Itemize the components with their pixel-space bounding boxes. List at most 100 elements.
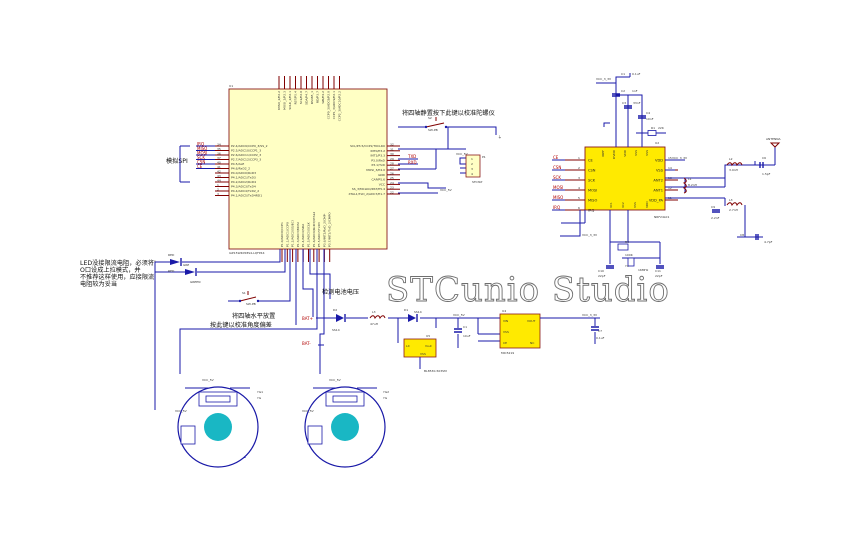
- svg-text:YG: YG: [383, 396, 388, 400]
- nrf-net-label: CE: [553, 155, 559, 160]
- battery-note: 检测电池电压: [322, 288, 359, 296]
- level-note-2: 按此键以校准角度偏差: [210, 321, 272, 329]
- mcu-top-pin: RST/P5.4: [294, 91, 298, 105]
- stcisp-pin: 4: [471, 172, 473, 176]
- svg-text:47uH: 47uH: [370, 322, 378, 326]
- spi-net-label: SCK: [197, 155, 205, 160]
- mcu-left-pin-num: 34: [217, 143, 221, 147]
- nrf-decoupling: VCC_3_3V C1 0.1uF C2 1nF C3 33nF C4 10nF…: [596, 72, 666, 147]
- motor-yg1[interactable]: VCC_5V VCC_5V YG1 YG: [175, 378, 263, 468]
- nrf-ref: U2: [655, 141, 659, 145]
- nrf-left-pin-num: 6: [578, 206, 580, 210]
- mcu-bottom-pin: P1.2/ADC2/SS/ECI: [291, 220, 295, 247]
- red-led-icon: [170, 259, 180, 265]
- mcu-top-pin: MOSI_2/P2.3: [283, 91, 287, 110]
- motor-icon: [204, 413, 232, 441]
- mcu-right-pin: MOSI_3/P4.0: [366, 168, 385, 172]
- svg-text:C7: C7: [598, 329, 602, 333]
- led-note: LED没接限流电阻，必须将I O口设成上拉模式，并 不推荐这样使用，应接限流 电…: [80, 259, 156, 288]
- mcu-right-pin-num: 32: [390, 143, 394, 147]
- svg-text:2.7nH: 2.7nH: [729, 208, 738, 212]
- s2-ref: S2: [428, 116, 432, 120]
- nrf-right-pin: VDD_PA: [649, 199, 664, 203]
- motor-yg2[interactable]: VCC_5V VCC_5V YG2 YG: [302, 378, 389, 468]
- mcu-top-pin: SCLK_2/P2.1: [288, 91, 292, 110]
- s2-part: SW-PB: [428, 128, 438, 132]
- mcu-bottom-pin: P5.5/ADC7/TxD3: [317, 222, 321, 247]
- nrf-top-pin: VSS: [645, 150, 649, 156]
- svg-text:22K: 22K: [658, 126, 665, 130]
- nrf-top-pin: DVDD: [612, 149, 616, 159]
- svg-text:VOUT: VOUT: [527, 319, 536, 323]
- mcu-bottom-pin: P3.7/INT3/TxD_2/CMPO: [328, 212, 332, 247]
- mcu-bottom-pin: P1.0/ADC0/CCP1: [280, 222, 284, 247]
- level-calibrate-switch[interactable]: S1 SW-PB 将四轴水平放置 按此键以校准角度偏差: [210, 249, 291, 329]
- mcu-right-pin: VCC: [379, 182, 385, 186]
- svg-text:不推荐这样使用，应接限流: 不推荐这样使用，应接限流: [80, 273, 154, 281]
- mcu-right-pin-num: 25: [390, 176, 394, 180]
- svg-text:C4: C4: [646, 111, 650, 115]
- svg-text:⏚: ⏚: [498, 134, 502, 139]
- svg-text:NC: NC: [530, 341, 534, 345]
- mcu-right-pin: SCL/P3.5/CCP1/T0CLKO: [350, 144, 386, 148]
- svg-text:VCC_5V: VCC_5V: [453, 313, 466, 317]
- nrf-left-pin-num: 4: [578, 186, 580, 190]
- mcu-left-pin-num: 41: [217, 165, 221, 169]
- nrf-right-pin: ANT2: [653, 179, 663, 183]
- mcu-top-pin: CCP2_3/ADC10/P2.2: [338, 91, 342, 121]
- svg-text:S1: S1: [242, 291, 246, 295]
- mcu-right-pin-num: 30: [390, 152, 394, 156]
- nrf-bottom-pin: VSS: [633, 202, 637, 208]
- bat-plus-label: BAT+: [302, 316, 313, 321]
- nrf-top-pin: IREF: [601, 150, 605, 157]
- mcu-right-pin: XTAL1/TxD_2/ADC7/P1.7: [348, 192, 385, 196]
- crystal-y1: R3 100K Y1 16MHz C10 22pF C11 22pF: [598, 210, 664, 278]
- svg-text:10nF: 10nF: [646, 117, 654, 121]
- watermark: STCunio Studio: [386, 270, 670, 310]
- mcu-left-pin-num: 44: [217, 179, 221, 183]
- green-led-icon: [185, 269, 195, 275]
- gyro-calibrate-switch[interactable]: 将四轴静置按下此键以校准陀螺仪 S2 SW-PB ⏚: [398, 109, 502, 139]
- mcu-right-pin-num: 26: [390, 171, 394, 175]
- mcu-top-pin: MISO_2/P2.2: [277, 91, 281, 110]
- spi-bus-bracket: [179, 145, 190, 183]
- ldo-chip: [499, 313, 541, 349]
- svg-text:GREEN: GREEN: [190, 280, 200, 284]
- mcu-left-pin-num: 1: [217, 183, 219, 187]
- mcu-vcc-net: VCC_5V: [440, 188, 453, 192]
- nrf-left-pin: MISO: [588, 199, 597, 203]
- svg-text:C11: C11: [655, 269, 661, 273]
- svg-text:VCC_3_3V: VCC_3_3V: [582, 313, 598, 317]
- nrf-body: [584, 146, 666, 211]
- svg-text:3.9nH: 3.9nH: [729, 168, 738, 172]
- svg-text:C9: C9: [711, 205, 715, 209]
- svg-text:VSS: VSS: [503, 330, 509, 334]
- svg-text:电阻较为妥当: 电阻较为妥当: [80, 280, 117, 288]
- svg-text:C8: C8: [740, 233, 744, 237]
- calibrate-note: 将四轴静置按下此键以校准陀螺仪: [402, 109, 495, 117]
- svg-text:0.1uF: 0.1uF: [596, 336, 605, 340]
- svg-text:R1: R1: [651, 126, 655, 130]
- yg2-ref: YG2: [383, 390, 389, 394]
- nrf-left-pin-num: 1: [578, 156, 580, 160]
- stcisp-ref: P1: [482, 155, 486, 159]
- svg-text:C6: C6: [762, 156, 766, 160]
- net-rxd: RXD: [408, 160, 417, 165]
- mcu-left-pin: P4.6/RxD2_2: [231, 167, 250, 171]
- svg-text:0.1uF: 0.1uF: [632, 72, 641, 76]
- mcu-left-pin-num: 37: [217, 156, 221, 160]
- mcu-bottom-pin: P1.3/ADC3/MOSI: [296, 222, 300, 247]
- power-supply[interactable]: BAT+ BAT- D2 SS14 L3 47uH D1 SS14 U5 LX …: [302, 308, 605, 373]
- mcu-right-pin-num: 27: [390, 167, 394, 171]
- level-note-1: 将四轴水平放置: [232, 312, 275, 320]
- nrf-part: NRF24L01: [654, 215, 669, 219]
- svg-text:L1: L1: [688, 177, 692, 181]
- antenna-label: ANTENNA: [766, 137, 782, 141]
- mcu-left-pin: P2.5/ADC10/CCP1_3: [231, 149, 261, 153]
